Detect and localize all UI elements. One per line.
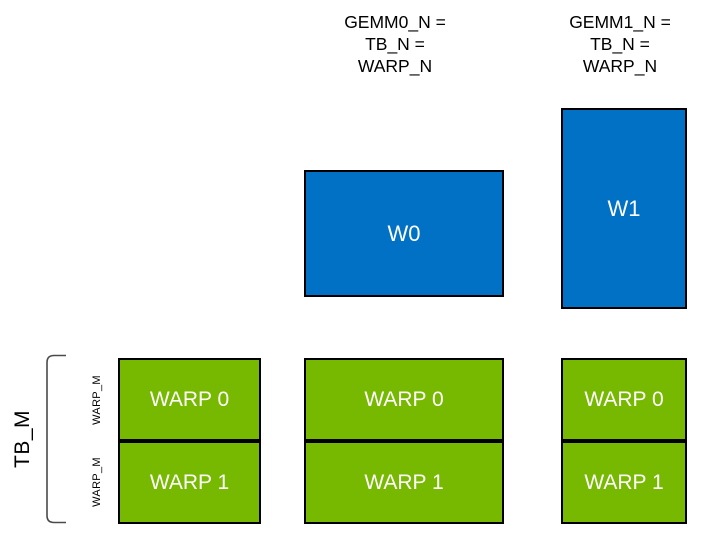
gemm1-column-header: GEMM1_N = TB_N = WARP_N: [520, 11, 720, 77]
tb-m-bracket: [46, 354, 66, 524]
header-line: TB_N =: [365, 34, 425, 54]
w0-label: W0: [387, 220, 421, 246]
tb-m-text: TB_M: [10, 409, 34, 469]
tb-m-dimension-label: TB_M: [0, 400, 45, 478]
warp-tile-label: WARP 1: [584, 470, 664, 494]
warp-m-text: WARP_M: [91, 457, 103, 507]
warp-tile-col0-warp0: WARP 0: [118, 358, 261, 441]
warp-tile-col1-warp1: WARP 1: [304, 441, 504, 524]
warp-m-dimension-label-bottom: WARP_M: [80, 442, 114, 522]
warp-tile-col1-warp0: WARP 0: [304, 358, 504, 441]
gemm0-column-header: GEMM0_N = TB_N = WARP_N: [295, 11, 495, 77]
header-line: WARP_N: [357, 56, 433, 76]
w0-accumulator-tile: W0: [304, 170, 504, 297]
warp-tile-label: WARP 0: [364, 387, 444, 411]
warp-tile-col2-warp1: WARP 1: [561, 441, 687, 524]
header-line: WARP_N: [582, 56, 658, 76]
header-line: GEMM1_N =: [569, 12, 671, 32]
warp-tile-label: WARP 0: [584, 387, 664, 411]
warp-tile-label: WARP 0: [149, 387, 230, 411]
warp-m-text: WARP_M: [91, 375, 103, 425]
w1-label: W1: [607, 195, 641, 221]
warp-tile-col0-warp1: WARP 1: [118, 441, 261, 524]
w1-accumulator-tile: W1: [561, 108, 687, 309]
warp-m-dimension-label-top: WARP_M: [80, 360, 114, 440]
header-line: GEMM0_N =: [344, 12, 446, 32]
header-line: TB_N =: [590, 34, 650, 54]
warp-tile-col2-warp0: WARP 0: [561, 358, 687, 441]
warp-tile-label: WARP 1: [149, 470, 230, 494]
warp-tile-label: WARP 1: [364, 470, 444, 494]
